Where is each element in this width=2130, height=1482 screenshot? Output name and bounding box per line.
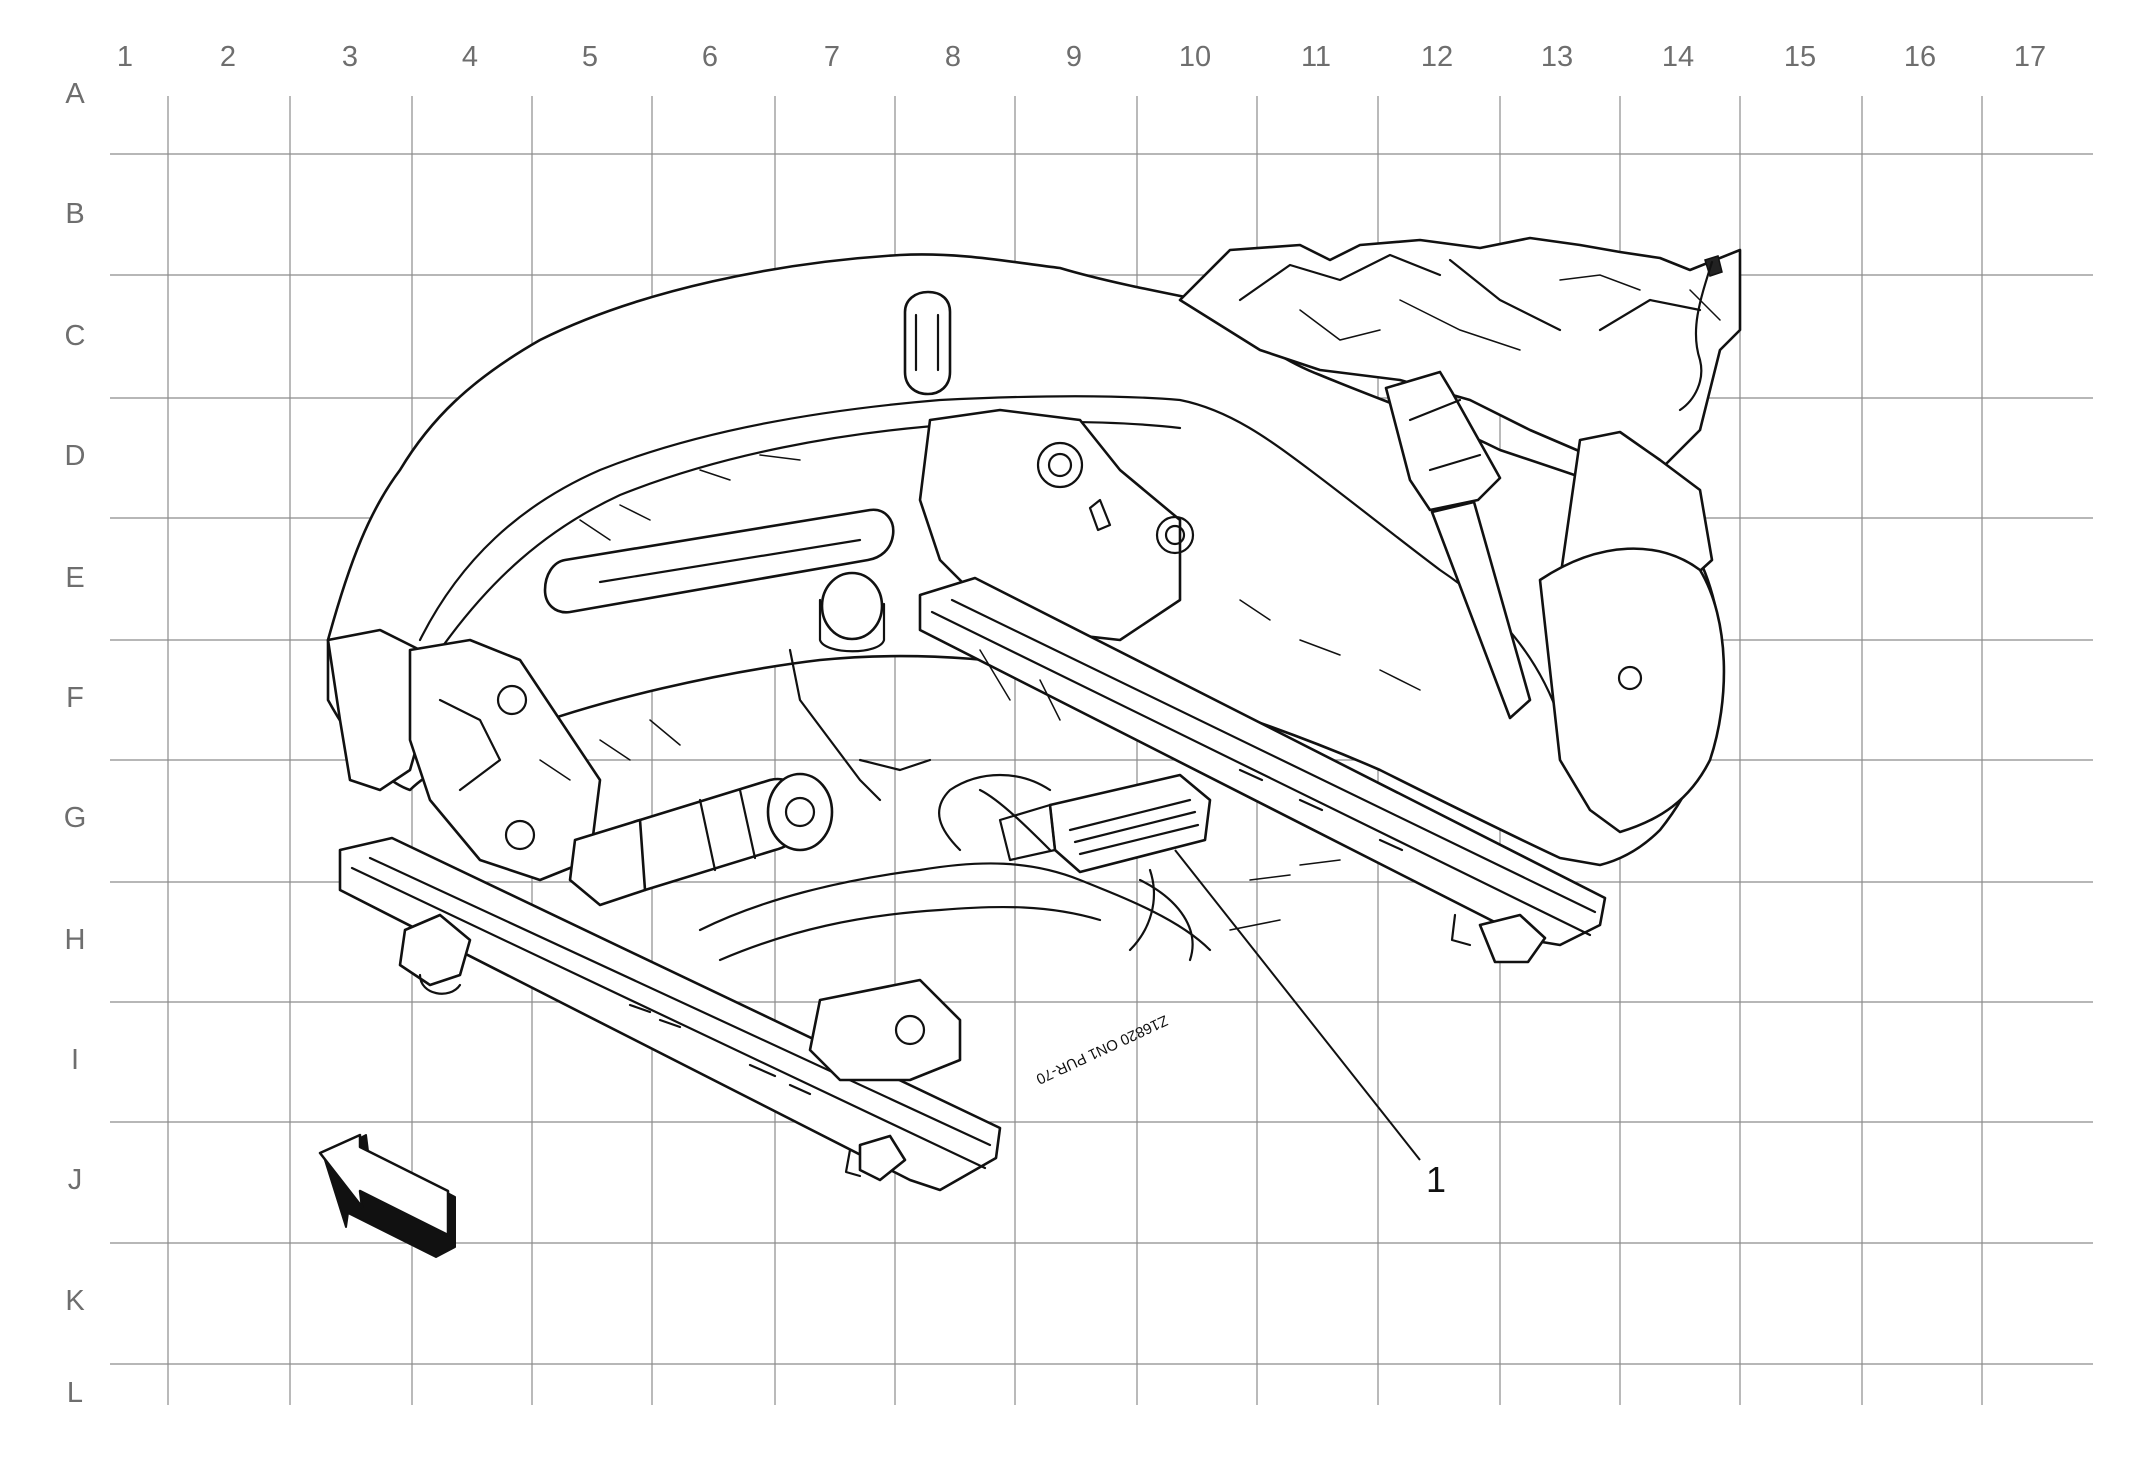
right-rail-rear-foot bbox=[1478, 913, 1547, 964]
grid-row-label: E bbox=[65, 562, 84, 594]
grid-column-label: 9 bbox=[1066, 41, 1082, 73]
left-seat-track-rail-edge bbox=[350, 856, 992, 1170]
motor-housing bbox=[568, 818, 647, 907]
motor-tube-band bbox=[698, 788, 757, 872]
lumbar-canister-body bbox=[818, 598, 886, 653]
recliner-pivot-inner bbox=[1047, 452, 1073, 478]
seat-cushion-inner-rim bbox=[418, 395, 1562, 722]
part-stamp-text: Z16820 ON1 PUR-70 bbox=[1033, 1011, 1170, 1087]
grid-column-label: 14 bbox=[1662, 41, 1694, 73]
recliner-pivot bbox=[1036, 441, 1084, 489]
grid-row-label: F bbox=[66, 682, 84, 714]
grid-row-label: G bbox=[64, 802, 87, 834]
grid-column-label: 15 bbox=[1784, 41, 1816, 73]
left-rail-front-hook bbox=[418, 973, 462, 995]
motor-end-cap-shaft bbox=[784, 796, 816, 828]
lumbar-canister bbox=[820, 571, 884, 641]
grid-column-label: 12 bbox=[1421, 41, 1453, 73]
grid-column-label: 5 bbox=[582, 41, 598, 73]
grid-row-label: D bbox=[65, 440, 86, 472]
seat-back-frame-detail-2 bbox=[1299, 274, 1721, 351]
part-stamp: Z16820 ON1 PUR-70 bbox=[1033, 1011, 1170, 1087]
trim-cover-fastener bbox=[1617, 665, 1643, 691]
left-frame-link bbox=[438, 698, 502, 792]
rear-cross-tube-highlight bbox=[598, 538, 862, 584]
right-side-trim-cover bbox=[1538, 547, 1726, 834]
grid-column-label: 11 bbox=[1301, 41, 1331, 73]
grid-column-label: 17 bbox=[2014, 41, 2046, 73]
direction-arrow-icon bbox=[318, 1133, 456, 1258]
seat-back-frame-detail bbox=[1238, 253, 1702, 332]
grid-column-label: 4 bbox=[462, 41, 478, 73]
seat-assembly-illustration: Z16820 ON1 PUR-70 bbox=[326, 236, 1742, 1192]
cushion-handle-slot bbox=[914, 313, 940, 372]
frame-detail-lines bbox=[579, 454, 1421, 931]
grid-column-label: 3 bbox=[342, 41, 358, 73]
grid-row-label: H bbox=[65, 924, 86, 956]
left-frame-bolt bbox=[496, 684, 528, 716]
grid-row-label: B bbox=[65, 198, 84, 230]
seat-control-module-ribs bbox=[1068, 798, 1200, 856]
grid-column-label: 2 bbox=[220, 41, 236, 73]
left-rail-front-foot bbox=[398, 913, 472, 987]
motor-end-cap bbox=[766, 772, 834, 852]
grid-column-label: 13 bbox=[1541, 41, 1573, 73]
grid-row-label: I bbox=[71, 1044, 79, 1076]
grid-column-label: 6 bbox=[702, 41, 718, 73]
grid-row-label: A bbox=[65, 78, 85, 110]
grid-row-label: C bbox=[65, 320, 86, 352]
grid-row-label: K bbox=[65, 1285, 85, 1317]
seat-belt-strap bbox=[1430, 500, 1532, 720]
grid-row-label: L bbox=[67, 1377, 83, 1409]
right-rail-stud bbox=[1450, 913, 1472, 947]
wire-harness-2 bbox=[788, 648, 932, 802]
frame-detail-lines-2 bbox=[539, 649, 1061, 781]
callout-1: 1 bbox=[1174, 849, 1446, 1200]
recliner-slot bbox=[1088, 498, 1112, 532]
lower-frame-support-bolt bbox=[894, 1014, 926, 1046]
grid-column-label: 10 bbox=[1179, 41, 1211, 73]
grid-column-label: 8 bbox=[945, 41, 961, 73]
grid-column-label: 16 bbox=[1904, 41, 1936, 73]
left-rail-rear-foot bbox=[858, 1134, 907, 1182]
rear-cross-tube bbox=[543, 508, 895, 614]
left-frame-bolt-2 bbox=[504, 819, 536, 851]
cushion-handle bbox=[903, 290, 952, 396]
recliner-spool-inner bbox=[1164, 524, 1186, 546]
seat-control-module-bracket bbox=[998, 803, 1057, 862]
recliner-spool bbox=[1155, 515, 1195, 555]
callout-1-label: 1 bbox=[1426, 1159, 1446, 1200]
seat-control-module bbox=[1048, 773, 1212, 874]
right-seat-track-rail bbox=[918, 576, 1607, 947]
wire-harness bbox=[938, 774, 1194, 962]
lower-frame-support bbox=[808, 978, 962, 1082]
grid-row-label: J bbox=[68, 1164, 83, 1196]
grid-column-label: 1 bbox=[117, 41, 133, 73]
left-seat-track-rail-slots bbox=[628, 1003, 812, 1096]
right-seat-track-rail-edge bbox=[930, 598, 1597, 937]
callout-1-leader-line bbox=[1174, 849, 1421, 1161]
grid-column-label: 7 bbox=[824, 41, 840, 73]
seat-pan-underside bbox=[698, 862, 1212, 962]
right-seat-track-rail-slots bbox=[1238, 768, 1404, 852]
left-rail-rear-stud bbox=[844, 1148, 862, 1178]
seat-belt-buckle-detail bbox=[1408, 398, 1482, 472]
seat-belt-buckle bbox=[1384, 370, 1502, 512]
wire-top-right bbox=[1678, 260, 1714, 412]
left-front-side-panel bbox=[326, 628, 432, 792]
